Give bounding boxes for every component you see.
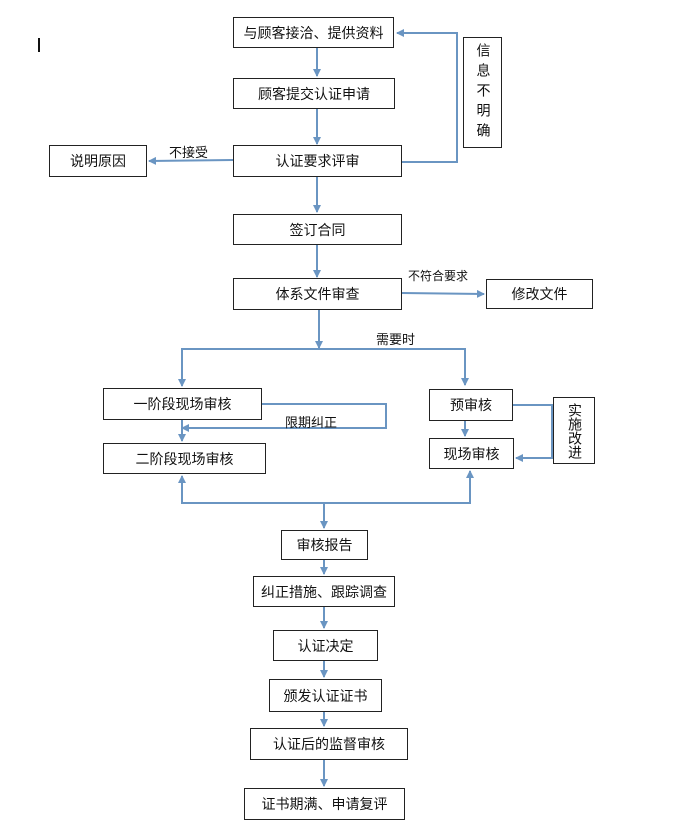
node-doc-review: 体系文件审查: [233, 278, 402, 310]
node-corrective: 纠正措施、跟踪调查: [253, 576, 395, 607]
node-modify: 修改文件: [486, 279, 593, 309]
label-deadline-correction: 限期纠正: [285, 416, 338, 431]
label-not-compliant: 不符合要求: [408, 269, 469, 283]
label-not-accepted: 不接受: [169, 146, 209, 161]
arrow-review-to-explain: [148, 156, 234, 165]
node-review: 认证要求评审: [233, 145, 402, 177]
node-stage2: 二阶段现场审核: [103, 443, 266, 474]
label-when-needed: 需要时: [376, 333, 416, 348]
node-implement-improve: 实施改进: [553, 397, 595, 464]
arrow-implement-improve: [513, 404, 553, 462]
line-branch-left: [178, 348, 319, 387]
node-contract: 签订合同: [233, 214, 402, 245]
text-cursor: [38, 38, 40, 52]
arrow-docreview-to-modify: [401, 289, 485, 298]
arrow-info-unclear-loop: [396, 29, 458, 163]
node-stage1: 一阶段现场审核: [103, 388, 262, 420]
node-consult: 与顾客接洽、提供资料: [233, 17, 394, 48]
arrow-deadline-correction: [181, 403, 387, 432]
info-unclear-text: 信息不明确: [474, 42, 491, 143]
node-onsite: 现场审核: [429, 438, 514, 469]
node-info-unclear: 信息不明确: [463, 37, 502, 148]
node-pre-audit: 预审核: [429, 389, 513, 421]
node-renewal: 证书期满、申请复评: [244, 788, 405, 820]
node-apply: 顾客提交认证申请: [233, 78, 395, 109]
line-merge-left: [178, 475, 324, 504]
node-issue: 颁发认证证书: [269, 679, 382, 712]
line-merge-right: [324, 470, 474, 504]
line-branch-right: [319, 348, 469, 386]
node-surveillance: 认证后的监督审核: [250, 728, 408, 760]
implement-improve-text: 实施改进: [566, 402, 582, 459]
node-report: 审核报告: [281, 530, 368, 560]
node-explain: 说明原因: [49, 145, 147, 177]
node-decision: 认证决定: [273, 630, 378, 661]
